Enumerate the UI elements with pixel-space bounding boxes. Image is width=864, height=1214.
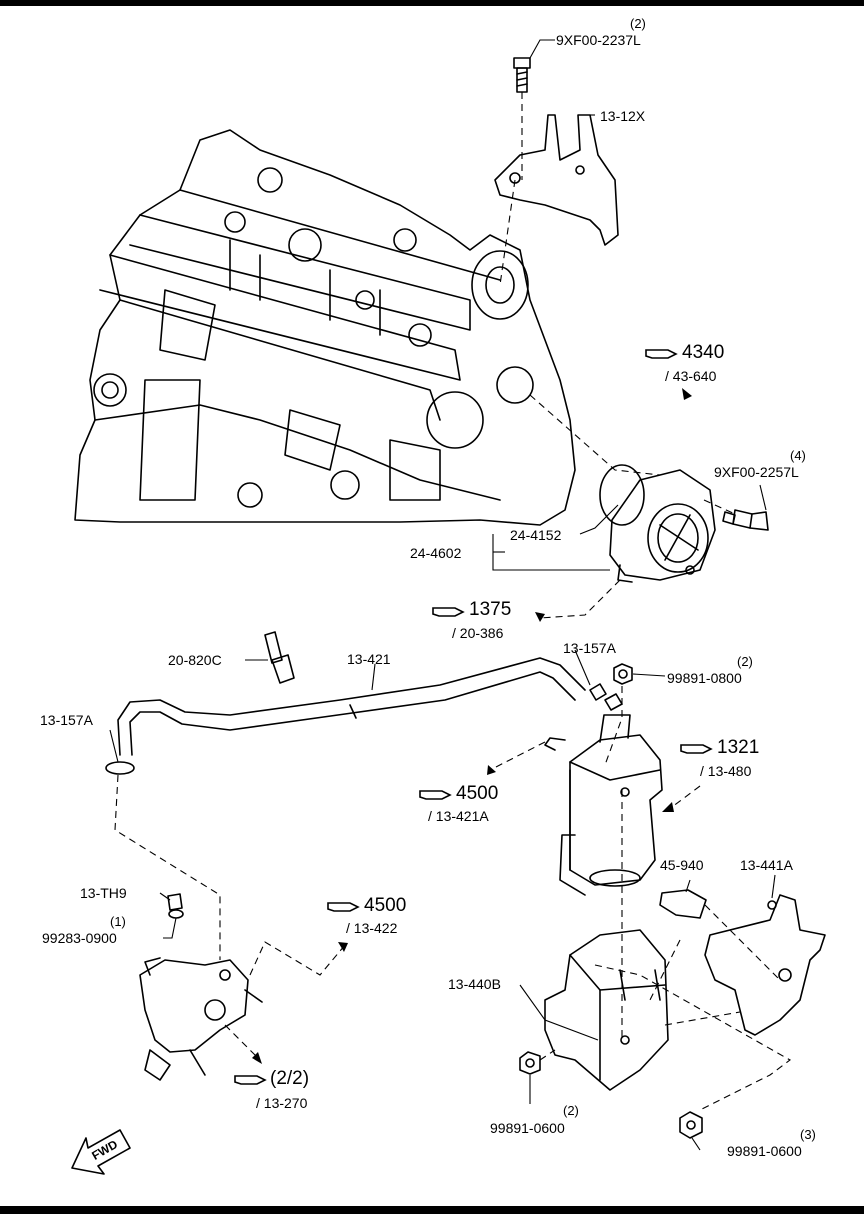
hose-shape <box>117 657 586 756</box>
ref-2-2-number[interactable]: (2/2) <box>270 1068 310 1089</box>
ref-4340-number[interactable]: 4340 <box>682 342 725 363</box>
fwd-arrow-shape <box>71 1129 131 1175</box>
reference-arrow-icon <box>645 349 678 359</box>
bracket-440b-shape <box>544 929 669 1091</box>
reference-arrow-icon <box>327 902 360 912</box>
dashed-guides <box>114 92 792 1111</box>
sensor-part-number[interactable]: 20-820C <box>168 652 222 668</box>
nut-bottom-part-number[interactable]: 99891-0600 <box>490 1120 565 1136</box>
nut-top-qty: (2) <box>737 654 753 669</box>
bolt-right-part-number[interactable]: 9XF00-2257L <box>714 464 799 480</box>
gasket-shape <box>599 464 645 526</box>
ref-1321-number[interactable]: 1321 <box>717 737 760 758</box>
bolt-right-shape <box>722 509 769 531</box>
ref-4340-sub[interactable]: / 43-640 <box>665 368 717 384</box>
plug-shape <box>167 893 184 919</box>
plug-part-number[interactable]: 99283-0900 <box>42 930 117 946</box>
ref-4500a-number[interactable]: 4500 <box>456 783 499 804</box>
engine-block <box>74 129 576 526</box>
sensor-shape <box>264 631 295 684</box>
bracket-13-12x-shape <box>494 114 619 246</box>
reference-arrow-icon <box>680 744 713 754</box>
bracket-13-12x-part-number[interactable]: 13-12X <box>600 108 646 124</box>
bracket-441a-part-number[interactable]: 13-441A <box>740 857 793 873</box>
vacuum-pump-shape <box>609 469 716 583</box>
ref-4500a-sub[interactable]: / 13-421A <box>428 808 489 824</box>
bolt-top-shape <box>513 57 531 93</box>
clip-th9-part-number[interactable]: 13-TH9 <box>80 885 127 901</box>
top-border <box>0 0 864 6</box>
ref-1321-sub[interactable]: / 13-480 <box>700 763 752 779</box>
nut-br-qty: (3) <box>800 1127 816 1142</box>
nut-br-part-number[interactable]: 99891-0600 <box>727 1143 802 1159</box>
vacuum-tank-shape <box>544 714 663 896</box>
leader-lines <box>109 39 776 1151</box>
nut-bottom-shape <box>519 1051 541 1075</box>
pump-part-number[interactable]: 24-4602 <box>410 545 462 561</box>
bracket-440b-part-number[interactable]: 13-440B <box>448 976 501 992</box>
ref-2-2-sub[interactable]: / 13-270 <box>256 1095 308 1111</box>
ref-1375-sub[interactable]: / 20-386 <box>452 625 504 641</box>
nut-bottom-qty: (2) <box>563 1103 579 1118</box>
clip-45940-part-number[interactable]: 45-940 <box>660 857 704 873</box>
bracket-441a-shape <box>704 894 826 1036</box>
arrowheads <box>252 388 692 1064</box>
reference-arrow-icon <box>432 607 465 617</box>
hose-part-number[interactable]: 13-421 <box>347 651 391 667</box>
clamp-right-part-number[interactable]: 13-157A <box>563 640 616 656</box>
nut-top-shape <box>613 663 633 685</box>
bolt-top-part-number[interactable]: 9XF00-2237L <box>556 32 641 48</box>
bottom-border <box>0 1206 864 1214</box>
clamp-shapes <box>105 683 623 775</box>
reference-arrow-icon <box>419 790 452 800</box>
clip-shape <box>659 889 707 919</box>
ref-1375-number[interactable]: 1375 <box>469 599 512 620</box>
nut-top-part-number[interactable]: 99891-0800 <box>667 670 742 686</box>
plug-qty: (1) <box>110 914 126 929</box>
ref-4500b-number[interactable]: 4500 <box>364 895 407 916</box>
bolt-right-qty: (4) <box>790 448 806 463</box>
ref-arrow-icons <box>234 349 713 1085</box>
water-outlet-shape <box>139 957 263 1081</box>
ref-4500b-sub[interactable]: / 13-422 <box>346 920 398 936</box>
gasket-part-number[interactable]: 24-4152 <box>510 527 562 543</box>
bolt-top-qty: (2) <box>630 16 646 31</box>
clamp-left-part-number[interactable]: 13-157A <box>40 712 93 728</box>
nut-br-shape <box>679 1111 703 1139</box>
reference-arrow-icon <box>234 1075 267 1085</box>
